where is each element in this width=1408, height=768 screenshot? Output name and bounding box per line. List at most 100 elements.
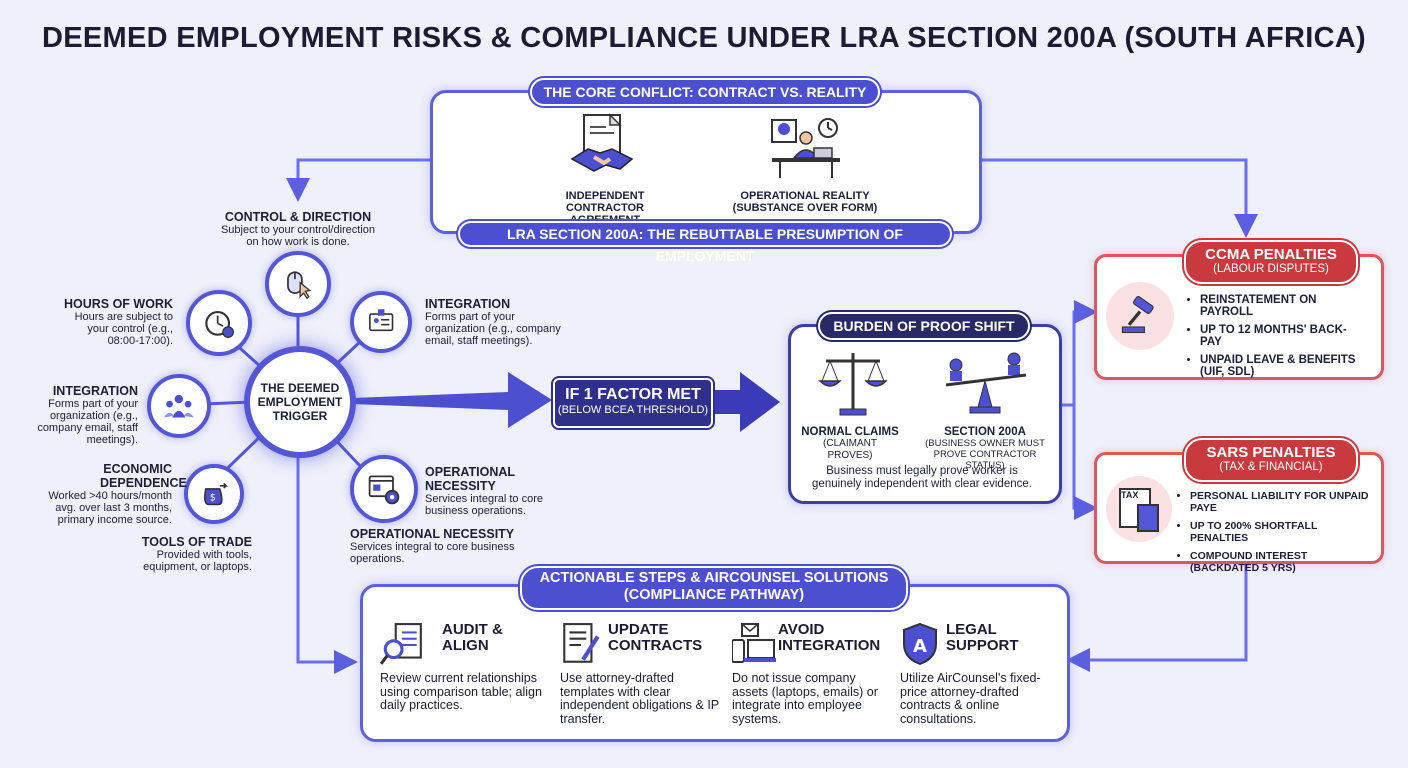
balanced-scale-icon [818,347,888,419]
operational-necessity-circle [350,455,418,523]
steps-header-line2: (COMPLIANCE PATHWAY) [623,587,805,603]
sars-item: COMPOUND INTEREST (BACKDATED 5 YRS) [1190,550,1372,574]
hours-of-work-circle [186,290,252,356]
factor-met-title: IF 1 FACTOR MET [565,386,701,403]
magnifier-checklist-icon [380,623,422,665]
steps-panel [360,584,1070,742]
office-worker-icon [768,116,844,182]
tax-icon-text: TAX [1121,490,1139,500]
step-update-title2: CONTRACTS [608,637,703,654]
ccma-title: CCMA PENALTIES [1205,246,1337,263]
economic-dependence-desc: Worked >40 hours/month avg. over last 3 … [48,490,172,526]
integration-left-text: INTEGRATION Forms part of your organizat… [30,384,138,446]
svg-text:$: $ [210,493,216,504]
step-avoid-text: Do not issue company assets (laptops, em… [732,671,878,726]
section-200a-text: SECTION 200A (BUSINESS OWNER MUST PROVE … [922,426,1048,471]
integration-left-circle [147,374,211,438]
step-update-contracts: UPDATE CONTRACTS Use attorney-drafted te… [560,622,720,726]
integration-right-desc: Forms part of your organization (e.g., c… [425,311,561,347]
normal-claims-title: NORMAL CLAIMS [801,426,899,438]
normal-claims-text: NORMAL CLAIMS (CLAIMANT PROVES) [800,426,900,462]
hours-of-work-title: HOURS OF WORK [63,297,173,311]
integration-right-circle [350,291,412,353]
step-audit-title2: ALIGN [442,637,489,654]
ccma-item: UP TO 12 MONTHS' BACK-PAY [1200,324,1368,348]
step-avoid-integration: AVOID INTEGRATION Do not issue company a… [732,622,892,726]
sars-title: SARS PENALTIES [1206,444,1336,461]
sars-item: UP TO 200% SHORTFALL PENALTIES [1190,520,1372,544]
tax-calculator-icon: TAX [1119,488,1159,532]
ccma-icon-circle [1106,282,1174,350]
trigger-label: THE DEEMED EMPLOYMENT TRIGGER [257,381,343,423]
operational-reality-label: OPERATIONAL REALITY (SUBSTANCE OVER FORM… [732,190,878,214]
factor-met-box: IF 1 FACTOR MET (BELOW BCEA THRESHOLD) [553,378,713,428]
step-audit-text: Review current relationships using compa… [380,671,542,712]
section-200a-sub: (BUSINESS OWNER MUST PROVE CONTRACTOR ST… [925,438,1045,471]
control-direction-text: CONTROL & DIRECTION Subject to your cont… [200,210,396,248]
core-conflict-panel [430,90,982,234]
tools-of-trade-desc: Provided with tools, equipment, or lapto… [143,549,252,573]
sars-sub: (TAX & FINANCIAL) [1219,461,1323,473]
step-audit-title1: AUDIT & [442,621,503,638]
integration-left-desc: Forms part of your organization (e.g., c… [37,398,138,446]
mouse-pointer-icon [286,270,311,299]
control-direction-title: CONTROL & DIRECTION [224,210,372,224]
step-legal-title1: LEGAL [946,621,997,638]
burden-note: Business must legally prove worker is ge… [812,465,1032,490]
devices-icon [732,623,776,663]
burden-header: BURDEN OF PROOF SHIFT [818,312,1030,340]
sars-list: PERSONAL LIABILITY FOR UNPAID PAYE UP TO… [1176,490,1372,580]
steps-header: ACTIONABLE STEPS & AIRCOUNSEL SOLUTIONS … [520,566,908,610]
operational-necessity-bottom-text: OPERATIONAL NECESSITY Services integral … [350,527,520,565]
step-audit: AUDIT & ALIGN Review current relationshi… [380,622,550,713]
svg-text:A: A [913,636,927,657]
operational-necessity-right-text: OPERATIONAL NECESSITY Services integral … [425,465,585,517]
normal-claims-sub: (CLAIMANT PROVES) [823,438,877,461]
integration-right-text: INTEGRATION Forms part of your organizat… [425,297,575,347]
deemed-employment-trigger-hub: THE DEEMED EMPLOYMENT TRIGGER [244,346,356,458]
tools-of-trade-title: TOOLS OF TRADE [141,535,252,549]
lra-200a-banner: LRA SECTION 200A: THE REBUTTABLE PRESUMP… [458,221,952,264]
control-direction-desc: Subject to your control/direction on how… [220,224,376,248]
sars-header: SARS PENALTIES (TAX & FINANCIAL) [1184,438,1358,482]
document-pen-icon [563,623,600,663]
ccma-item: UNPAID LEAVE & BENEFITS (UIF, SDL) [1200,354,1368,378]
gear-window-icon [368,475,400,505]
integration-left-title: INTEGRATION [52,384,138,398]
clock-icon [204,310,234,338]
economic-dependence-circle: $ [184,464,244,524]
handshake-contract-icon [570,113,634,179]
team-icon [163,395,195,418]
step-legal-text: Utilize AirCounsel's fixed-price attorne… [900,671,1041,726]
operational-necessity-bottom-desc: Services integral to core business opera… [350,541,515,565]
economic-dependence-text: ECONOMIC DEPENDENCE Worked >40 hours/mon… [40,462,187,526]
factor-met-sub: (BELOW BCEA THRESHOLD) [557,404,709,416]
ccma-item: REINSTATEMENT ON PAYROLL [1200,294,1368,318]
hours-of-work-text: HOURS OF WORK Hours are subject to your … [56,297,173,347]
economic-dependence-title: ECONOMIC DEPENDENCE [100,462,187,490]
ccma-header: CCMA PENALTIES (LABOUR DISPUTES) [1184,240,1358,284]
tools-of-trade-text: TOOLS OF TRADE Provided with tools, equi… [110,535,252,573]
core-conflict-header: THE CORE CONFLICT: CONTRACT VS. REALITY [530,78,880,106]
id-badge-icon [368,309,394,331]
step-avoid-title2: INTEGRATION [778,637,881,654]
step-legal-support: A LEGAL SUPPORT Utilize AirCounsel's fix… [900,622,1056,726]
step-update-title1: UPDATE [608,621,669,638]
ccma-list: REINSTATEMENT ON PAYROLL UP TO 12 MONTHS… [1186,294,1368,384]
hours-of-work-desc: Hours are subject to your control (e.g.,… [74,311,173,347]
page-title: DEEMED EMPLOYMENT RISKS & COMPLIANCE UND… [41,22,1367,54]
section-200a-title: SECTION 200A [944,426,1026,438]
integration-right-title: INTEGRATION [425,297,511,311]
tipped-scale-icon [940,347,1030,419]
sars-item: PERSONAL LIABILITY FOR UNPAID PAYE [1190,490,1372,514]
control-direction-circle [265,251,331,317]
sars-icon-circle: TAX [1106,476,1172,542]
gavel-icon [1121,296,1154,334]
ccma-sub: (LABOUR DISPUTES) [1213,263,1329,275]
operational-necessity-right-desc: Services integral to core business opera… [425,493,543,517]
money-bag-icon: $ [204,483,229,506]
operational-necessity-bottom-title: OPERATIONAL NECESSITY [350,527,515,541]
step-legal-title2: SUPPORT [946,637,1019,654]
operational-necessity-right-title: OPERATIONAL NECESSITY [425,465,515,493]
shield-a-icon: A [903,622,937,666]
